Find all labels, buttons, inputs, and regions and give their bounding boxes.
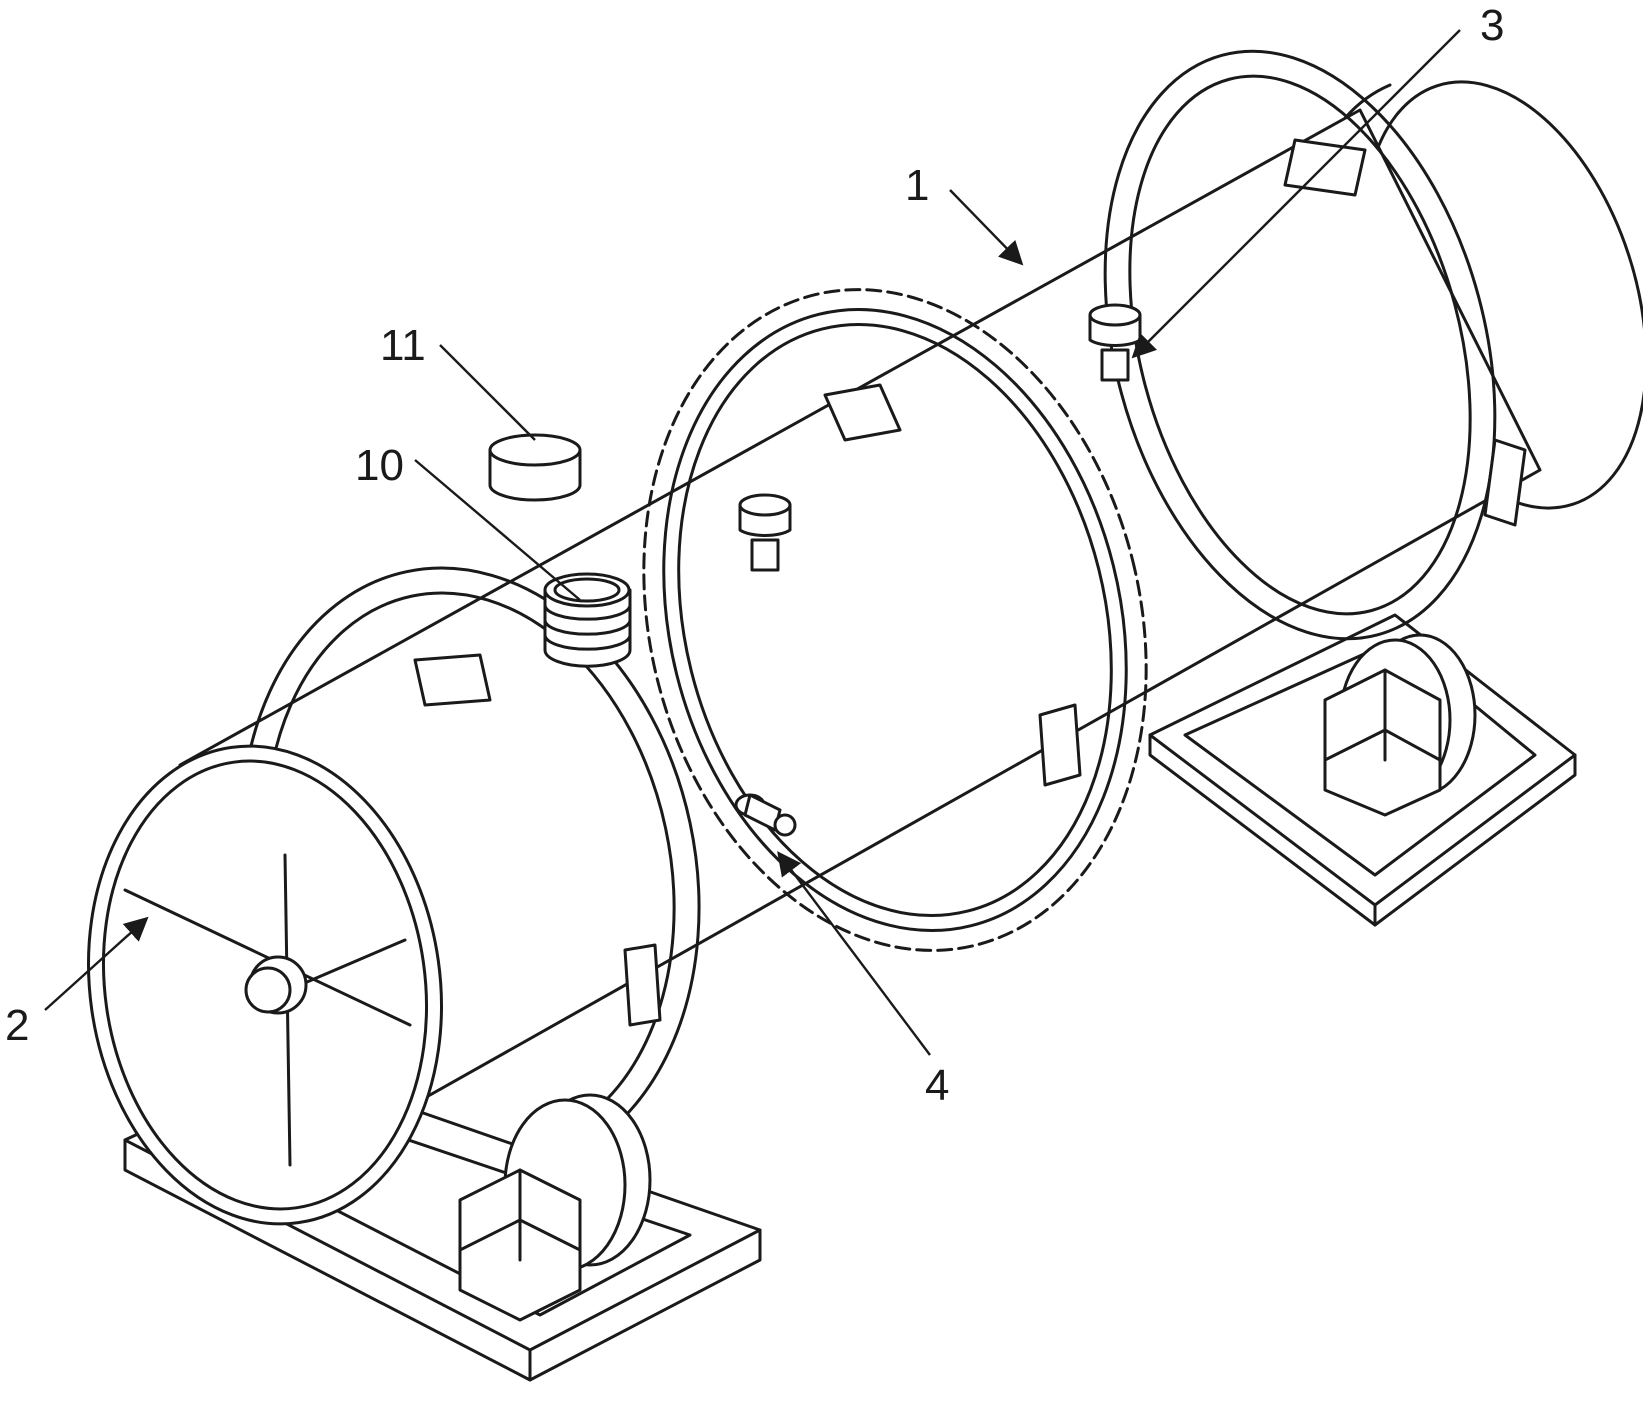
drive-ring-gear <box>642 288 1148 952</box>
leader-11 <box>439 344 536 441</box>
callout-label-11: 11 <box>380 321 426 370</box>
temperature-probe-4 <box>734 793 797 837</box>
leader-3 <box>1131 29 1461 359</box>
leader-2 <box>44 916 149 1011</box>
left-support-roller <box>458 1093 652 1322</box>
leader-4 <box>777 851 931 1056</box>
callout-labels: 1 2 3 4 10 11 <box>5 1 1504 1110</box>
callout-label-1: 1 <box>905 161 929 210</box>
leader-lines <box>44 29 1461 1056</box>
callout-label-2: 2 <box>5 1001 29 1050</box>
port-cap-11 <box>488 433 582 502</box>
right-riding-ring <box>1103 49 1527 641</box>
callout-label-10: 10 <box>355 441 404 490</box>
callout-label-3: 3 <box>1480 1 1504 50</box>
right-support-roller <box>1323 633 1477 817</box>
inlet-port-10 <box>543 572 632 668</box>
leader-1 <box>949 189 1024 266</box>
leader-10 <box>414 459 581 601</box>
sensor-plug-3 <box>1088 303 1142 382</box>
sensor-plug-center <box>738 493 792 572</box>
left-end-wheel <box>87 744 443 1226</box>
callout-label-4: 4 <box>925 1061 949 1110</box>
